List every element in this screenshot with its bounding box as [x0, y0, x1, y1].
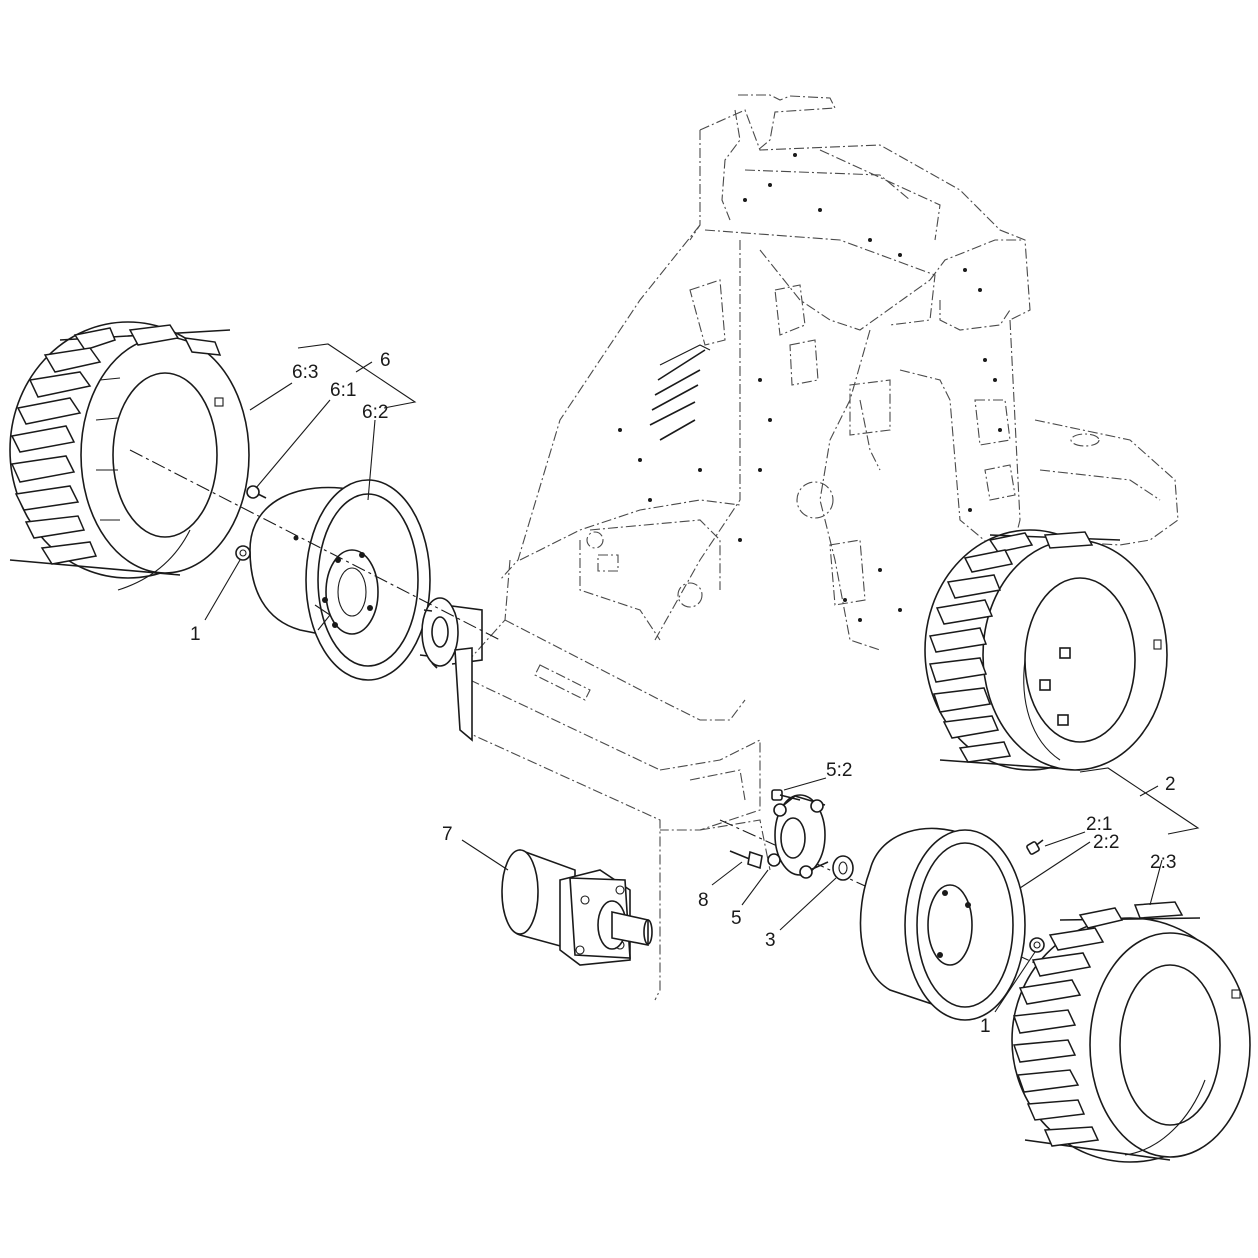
callout-2-2: 2:2 [1093, 832, 1119, 853]
hub-stud [771, 789, 801, 801]
bolt [729, 850, 763, 870]
callout-5-2: 5:2 [826, 760, 852, 781]
callout-3: 3 [765, 930, 776, 951]
left-hub [419, 597, 483, 742]
callout-6-1: 6:1 [330, 380, 356, 401]
right-tire [1011, 901, 1251, 1163]
leader-lines [204, 343, 1200, 1013]
right-rim [859, 827, 1026, 1021]
right-hub [767, 794, 829, 879]
axle-nut [832, 855, 854, 881]
inner-tire-phantom [649, 344, 711, 441]
callout-6-2: 6:2 [362, 402, 388, 423]
callout-6: 6 [380, 350, 391, 371]
machine-frame-phantom [459, 94, 1179, 1001]
left-lug-nut [235, 545, 251, 561]
callout-1-left: 1 [190, 624, 201, 645]
right-valve-stem [1026, 839, 1044, 855]
left-valve-stem [246, 485, 267, 499]
right-lug-nut [1029, 937, 1045, 953]
left-rim [249, 479, 431, 681]
callout-2-1: 2:1 [1086, 814, 1112, 835]
callout-8: 8 [698, 890, 709, 911]
mounted-right-tire [924, 529, 1168, 771]
callout-2-3: 2:3 [1150, 852, 1176, 873]
drive-motor [501, 849, 653, 966]
callout-2: 2 [1165, 774, 1176, 795]
frame-holes [618, 153, 1002, 622]
left-tire [9, 321, 250, 591]
callout-7: 7 [442, 824, 453, 845]
callout-6-3: 6:3 [292, 362, 318, 383]
callout-5: 5 [731, 908, 742, 929]
callout-1-right: 1 [980, 1016, 991, 1037]
